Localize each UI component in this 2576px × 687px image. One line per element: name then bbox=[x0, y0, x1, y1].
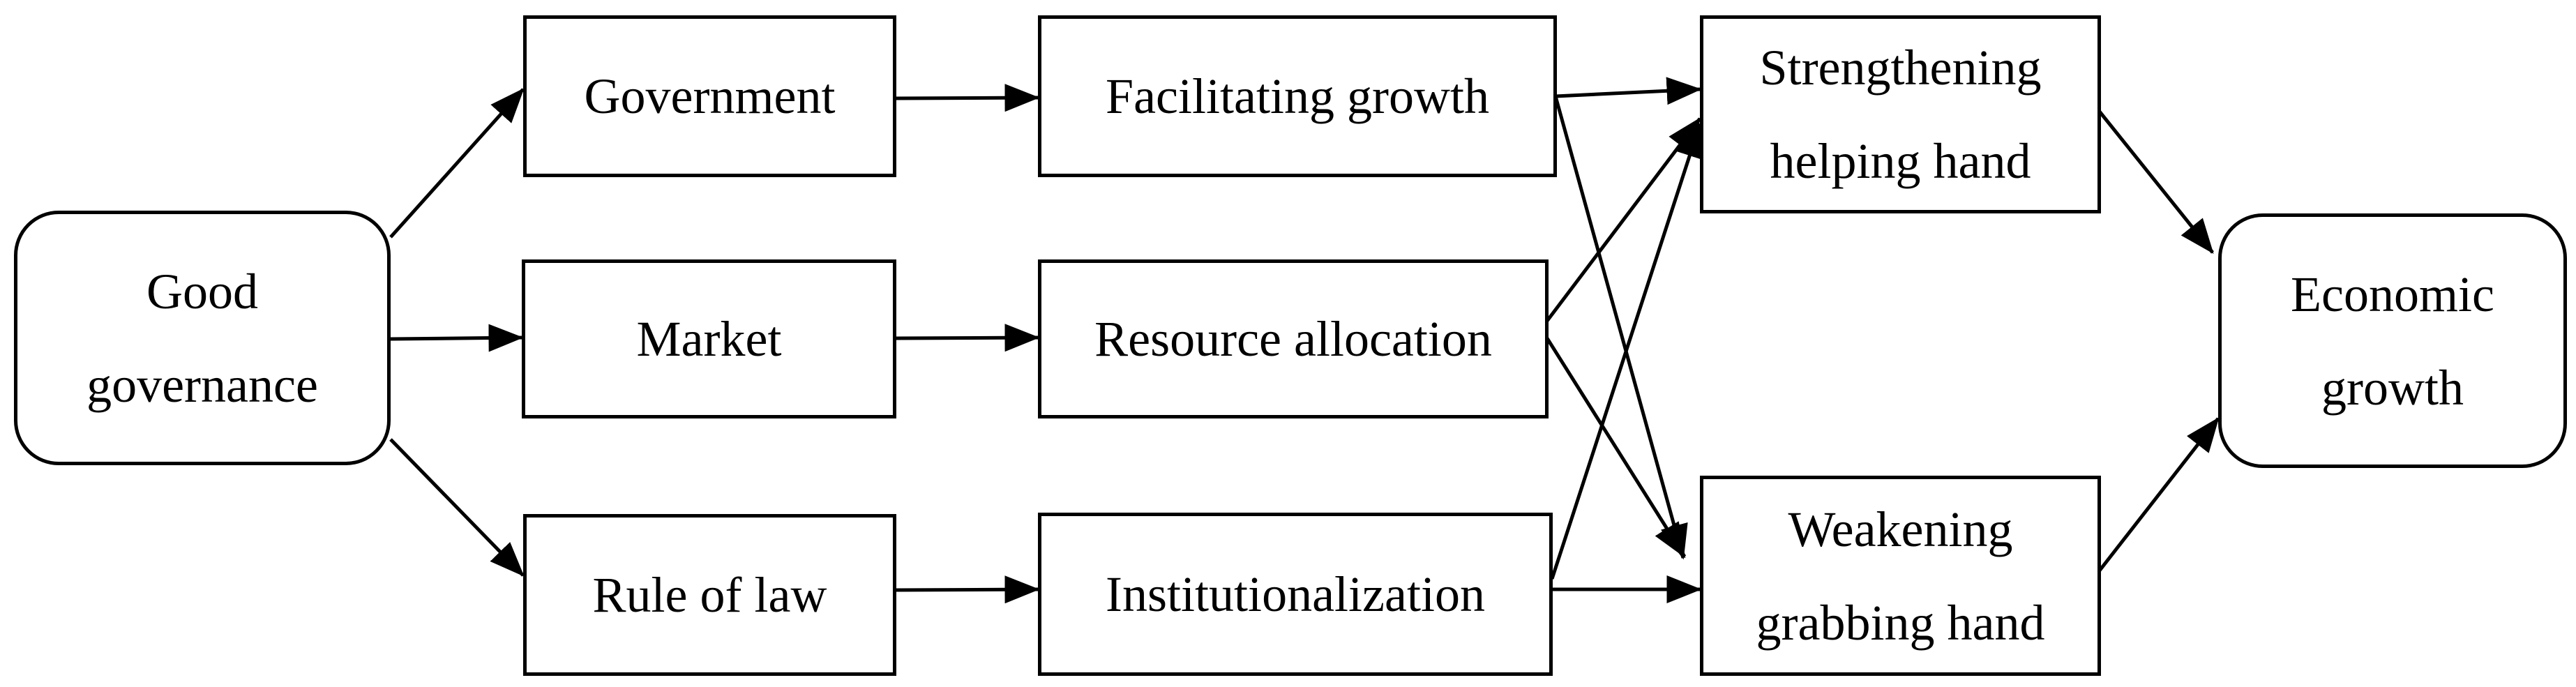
node-economic-growth-label: Economic growth bbox=[2291, 266, 2494, 416]
node-facilitating-growth-label: Facilitating growth bbox=[1106, 68, 1489, 124]
node-rule-of-law: Rule of law bbox=[523, 514, 896, 676]
node-economic-growth: Economic growth bbox=[2218, 213, 2567, 468]
node-strengthening-helping-hand-label: Strengthening helping hand bbox=[1759, 40, 2042, 189]
edge-resource-allocation-to-strengthening bbox=[1546, 117, 1701, 322]
edge-institutionalization-to-strengthening bbox=[1550, 122, 1703, 580]
node-institutionalization-label: Institutionalization bbox=[1106, 566, 1485, 622]
node-good-governance-label: Good governance bbox=[86, 263, 318, 413]
node-facilitating-growth: Facilitating growth bbox=[1038, 15, 1557, 177]
node-market-label: Market bbox=[636, 311, 782, 367]
node-resource-allocation-label: Resource allocation bbox=[1094, 311, 1492, 367]
node-government: Government bbox=[523, 15, 896, 177]
node-good-governance: Good governance bbox=[14, 211, 391, 465]
node-market: Market bbox=[522, 259, 896, 418]
edge-good-governance-to-government bbox=[389, 88, 525, 239]
edge-good-governance-to-rule-of-law bbox=[389, 438, 525, 577]
node-institutionalization: Institutionalization bbox=[1038, 513, 1553, 676]
node-rule-of-law-label: Rule of law bbox=[592, 567, 827, 623]
node-weakening-grabbing-hand-label: Weakening grabbing hand bbox=[1756, 501, 2045, 651]
node-strengthening-helping-hand: Strengthening helping hand bbox=[1700, 15, 2101, 213]
edge-facilitating-growth-to-weakening bbox=[1553, 96, 1688, 560]
edge-resource-allocation-to-weakening bbox=[1545, 337, 1687, 559]
node-resource-allocation: Resource allocation bbox=[1038, 259, 1549, 418]
node-weakening-grabbing-hand: Weakening grabbing hand bbox=[1700, 476, 2101, 676]
edge-weakening-to-economic-growth bbox=[2098, 417, 2220, 572]
edge-rule-of-law-to-institutionalization bbox=[895, 575, 1040, 604]
edge-strengthening-to-economic-growth bbox=[2098, 110, 2214, 254]
edge-good-governance-to-market bbox=[390, 324, 524, 352]
node-government-label: Government bbox=[584, 68, 836, 124]
edge-facilitating-growth-to-strengthening bbox=[1555, 77, 1702, 105]
